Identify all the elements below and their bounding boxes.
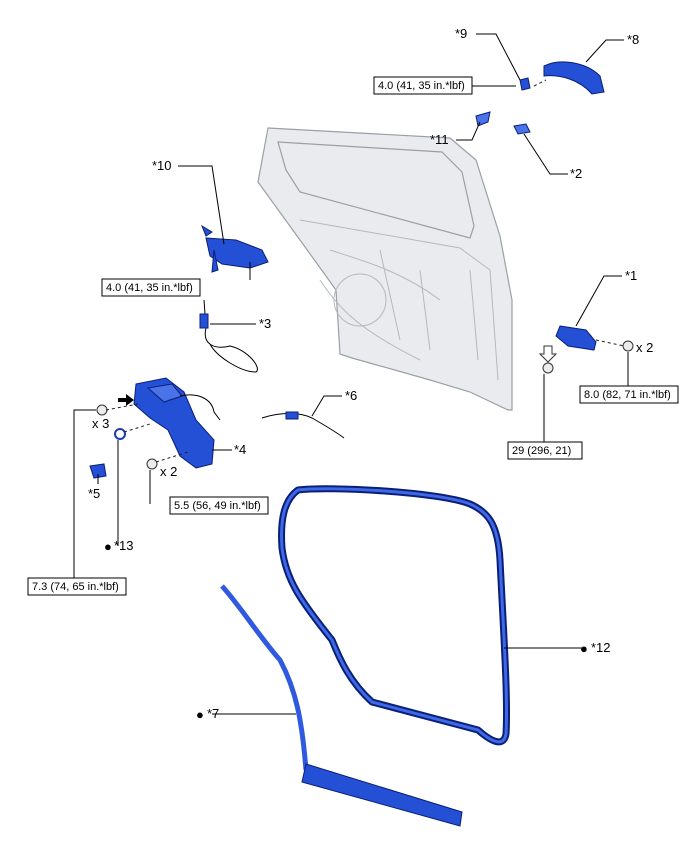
torque-box-handle-cover: 4.0 (41, 35 in.*lbf) [373, 76, 473, 95]
torque-box-striker: 29 (296, 21) [507, 441, 583, 460]
part-outer-handle-8 [543, 61, 605, 95]
nut-right-icon [622, 340, 634, 352]
part-cable-6 [261, 411, 345, 439]
callout-11: *11 [430, 132, 449, 147]
quantity-bolt-left: x 3 [92, 416, 109, 431]
callout-8: *8 [627, 32, 639, 47]
torque-box-frame: 4.0 (41, 35 in.*lbf) [101, 278, 201, 297]
part-cable-3 [199, 299, 258, 373]
torque-box-nut-right: 8.0 (82, 71 in.*lbf) [579, 385, 679, 404]
striker-screw-icon [538, 345, 558, 374]
callout-7: *7 [207, 706, 219, 721]
svg-text:4.0 (41, 35 in.*lbf): 4.0 (41, 35 in.*lbf) [106, 282, 193, 294]
part-clip-5 [89, 463, 107, 479]
callout-6: *6 [345, 388, 357, 403]
quantity-screw-lock: x 2 [160, 464, 177, 479]
svg-text:4.0 (41, 35 in.*lbf): 4.0 (41, 35 in.*lbf) [378, 80, 465, 92]
rear-door-panel [257, 127, 513, 411]
part-weatherstrip-12 [278, 485, 511, 746]
bolt-left-icon [96, 404, 108, 416]
part-gasket-11 [475, 111, 491, 127]
part-weatherstrip-7 [220, 584, 463, 827]
torque-box-lock-bolt: 7.3 (74, 65 in.*lbf) [27, 577, 127, 596]
svg-text:7.3 (74, 65 in.*lbf): 7.3 (74, 65 in.*lbf) [32, 581, 119, 593]
bullet-7: ● [196, 707, 204, 722]
direction-arrow-icon [118, 394, 134, 406]
callout-10: *10 [152, 158, 172, 173]
screw-lock-icon [146, 458, 158, 470]
o-ring-13-icon [114, 428, 126, 440]
quantity-nut-right: x 2 [636, 340, 653, 355]
callout-2: *2 [570, 166, 582, 181]
callout-5: *5 [88, 486, 100, 501]
svg-text:8.0 (82, 71 in.*lbf): 8.0 (82, 71 in.*lbf) [584, 389, 671, 401]
callout-3: *3 [259, 316, 271, 331]
callout-13: *13 [114, 538, 134, 553]
part-handle-cover-9 [519, 77, 531, 91]
torque-box-lock-screw: 5.5 (56, 49 in.*lbf) [169, 496, 269, 515]
callout-9: *9 [455, 26, 467, 41]
callout-1: *1 [625, 268, 637, 283]
callout-4: *4 [234, 442, 246, 457]
callout-12: *12 [591, 640, 611, 655]
part-frame-10 [200, 224, 269, 273]
part-door-lock-4 [133, 377, 221, 469]
bullet-13: ● [104, 539, 112, 554]
part-striker-1 [555, 325, 597, 351]
svg-text:5.5 (56, 49 in.*lbf): 5.5 (56, 49 in.*lbf) [174, 500, 261, 512]
bullet-12: ● [580, 641, 588, 656]
part-gasket-2 [513, 123, 531, 135]
svg-text:29 (296, 21): 29 (296, 21) [512, 445, 571, 457]
